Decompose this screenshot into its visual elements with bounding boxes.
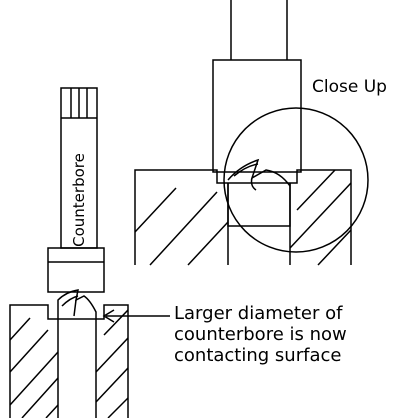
left-workpiece <box>9 289 129 418</box>
annotation-line-3: contacting surface <box>174 345 342 366</box>
annotation-line-2: counterbore is now <box>174 324 347 345</box>
closeup-tool <box>212 0 302 173</box>
annotation-line-1: Larger diameter of <box>174 303 343 324</box>
counterbore-tool <box>47 87 105 293</box>
counterbore-text: Counterbore <box>70 153 88 247</box>
annotation-text: Larger diameter of counterbore is now co… <box>174 303 347 366</box>
annotation-arrow <box>102 309 170 323</box>
closeup-workpiece <box>134 158 352 266</box>
closeup-label: Close Up <box>312 77 387 97</box>
closeup-circle <box>223 107 369 253</box>
